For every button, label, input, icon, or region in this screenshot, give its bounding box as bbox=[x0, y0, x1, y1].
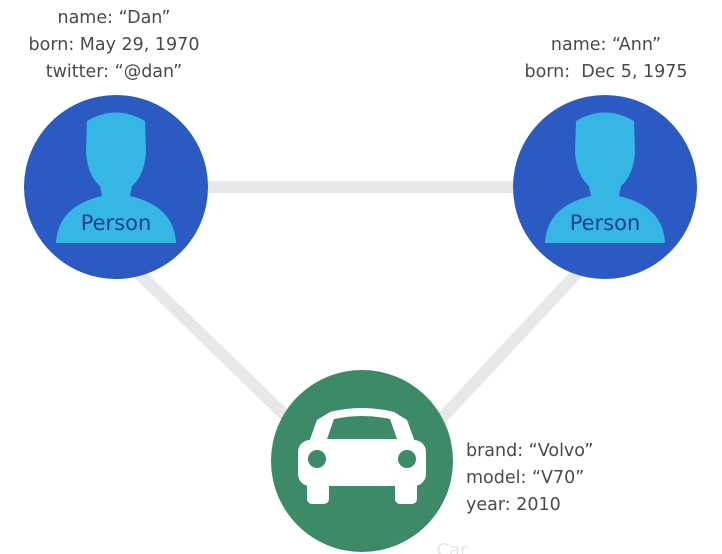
node-label: Car bbox=[437, 540, 469, 554]
property-born: born: Dec 5, 1975 bbox=[524, 62, 688, 82]
property-year: year: 2010 bbox=[466, 495, 561, 515]
car-properties: brand: “Volvo” model: “V70” year: 2010 bbox=[466, 438, 593, 519]
property-brand: brand: “Volvo” bbox=[466, 441, 594, 461]
edges bbox=[129, 181, 586, 431]
property-name: name: “Ann” bbox=[550, 35, 662, 55]
car-icon bbox=[298, 408, 426, 504]
person-node-ann[interactable]: Person bbox=[513, 95, 697, 279]
person-node-dan[interactable]: Person bbox=[24, 95, 208, 279]
property-model: model: “V70” bbox=[466, 468, 585, 488]
node-label: Person bbox=[570, 211, 641, 235]
car-node[interactable]: Car bbox=[271, 370, 468, 554]
edge-ann-car bbox=[434, 264, 586, 426]
person-silhouette-icon bbox=[56, 112, 176, 243]
edge-dan-car bbox=[129, 264, 301, 431]
ann-properties: name: “Ann” born: Dec 5, 1975 bbox=[500, 32, 712, 86]
dan-properties: name: “Dan” born: May 29, 1970 twitter: … bbox=[0, 5, 228, 86]
property-twitter: twitter: “@dan” bbox=[45, 62, 183, 82]
property-born: born: May 29, 1970 bbox=[28, 35, 200, 55]
property-name: name: “Dan” bbox=[57, 8, 171, 28]
person-silhouette-icon bbox=[545, 112, 665, 243]
node-label: Person bbox=[81, 211, 152, 235]
